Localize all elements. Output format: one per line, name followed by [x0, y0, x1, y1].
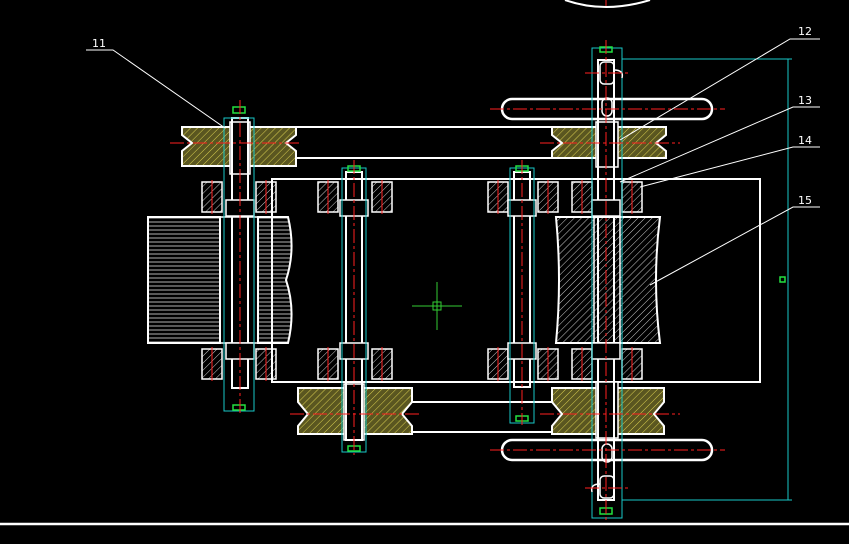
- green-caps: [232, 46, 786, 515]
- leader-lines: [86, 38, 820, 286]
- motor: [147, 216, 293, 344]
- ucs-crosshair: [412, 282, 462, 330]
- callout-13: 13: [798, 94, 812, 107]
- callout-12: 12: [798, 25, 812, 38]
- pulley-upper-right: [551, 121, 667, 168]
- bearing-red-marks: [211, 180, 633, 381]
- callout-11: 11: [92, 37, 106, 50]
- centerlines: [170, 40, 725, 520]
- top-arc: [564, 0, 651, 8]
- callout-14: 14: [798, 134, 812, 147]
- pulley-upper-left: [181, 121, 297, 175]
- pulley-lower-middle: [297, 383, 413, 441]
- shaft-end-bottom: [590, 443, 615, 499]
- drum-roller: [554, 216, 662, 344]
- dimension-right: [622, 58, 792, 501]
- callout-15: 15: [798, 194, 812, 207]
- shaft-end-top: [599, 61, 624, 117]
- pulley-lower-right: [551, 381, 665, 439]
